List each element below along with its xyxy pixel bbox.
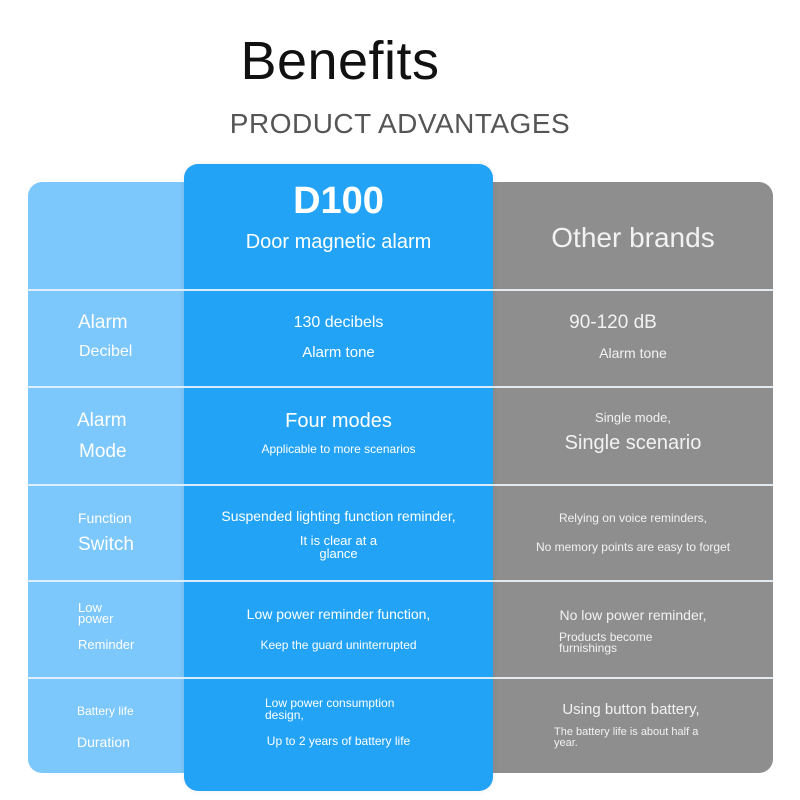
product-model: D100 [293,180,384,222]
row-label-line: Alarm [77,410,127,431]
row-label-line: Low power [78,600,114,626]
row-label-line: Reminder [78,637,135,652]
d100-battery-life: Low power consumption design, Up to 2 ye… [184,697,493,748]
d100-value: 130 decibels [293,314,384,331]
d100-note: Keep the guard uninterrupted [260,638,417,652]
d100-note: Alarm tone [302,344,375,361]
other-note: Single scenario [564,432,702,454]
other-value: Using button battery, [562,701,700,718]
other-low-power: No low power reminder, Products become f… [493,607,773,654]
row-divider [28,386,773,388]
other-value: Relying on voice reminders, [558,511,708,525]
other-battery-life: Using button battery, The battery life i… [493,701,773,749]
row-label-line: Duration [77,734,130,750]
other-note: Products become furnishings [559,630,653,655]
row-label-line: Decibel [79,343,133,360]
row-label-alarm-decibel: Alarm Decibel [28,312,188,361]
d100-value: Suspended lighting function reminder, [221,508,456,524]
other-note: The battery life is about half a year. [554,726,699,749]
d100-column [184,164,493,791]
row-label-line: Battery life [77,704,134,718]
d100-note: Applicable to more scenarios [261,442,416,456]
d100-value: Low power consumption design, [265,696,395,722]
other-mode: Single mode, Single scenario [493,410,773,455]
d100-low-power: Low power reminder function, Keep the gu… [184,606,493,652]
product-name: Door magnetic alarm [245,231,432,253]
row-label-function-switch: Function Switch [28,510,188,556]
d100-note: It is clear at a glance [299,533,378,561]
row-divider [28,484,773,486]
competitor-header: Other brands [551,222,715,253]
row-divider [28,677,773,679]
d100-decibel: 130 decibels Alarm tone [184,314,493,361]
other-brands-column [493,182,773,773]
row-label-line: Function [78,510,132,526]
page-title: Benefits [240,31,440,91]
other-value: Single mode, [595,410,671,425]
other-note: Alarm tone [599,345,667,361]
d100-function: Suspended lighting function reminder, It… [184,508,493,560]
feature-column [28,182,188,773]
row-label-line: Switch [78,534,134,555]
other-value: No low power reminder, [559,607,707,623]
comparison-table: D100 Door magnetic alarm Other brands Al… [28,164,773,791]
row-label-line: Mode [79,441,127,462]
d100-value: Low power reminder function, [246,606,431,622]
row-divider [28,289,773,291]
other-note: No memory points are easy to forget [535,540,731,554]
row-label-battery-life: Battery life Duration [28,704,188,750]
d100-mode: Four modes Applicable to more scenarios [184,410,493,456]
d100-note: Up to 2 years of battery life [266,734,411,748]
row-divider [28,580,773,582]
page-subtitle: PRODUCT ADVANTAGES [229,108,571,139]
other-function: Relying on voice reminders, No memory po… [493,511,773,554]
d100-value: Four modes [285,410,392,432]
other-decibel: 90-120 dB Alarm tone [493,312,773,361]
other-value: 90-120 dB [569,312,657,333]
row-label-low-power: Low power Reminder [28,600,188,652]
row-label-alarm-mode: Alarm Mode [28,410,188,463]
row-label-line: Alarm [78,312,128,333]
d100-header: D100 Door magnetic alarm [184,180,493,254]
